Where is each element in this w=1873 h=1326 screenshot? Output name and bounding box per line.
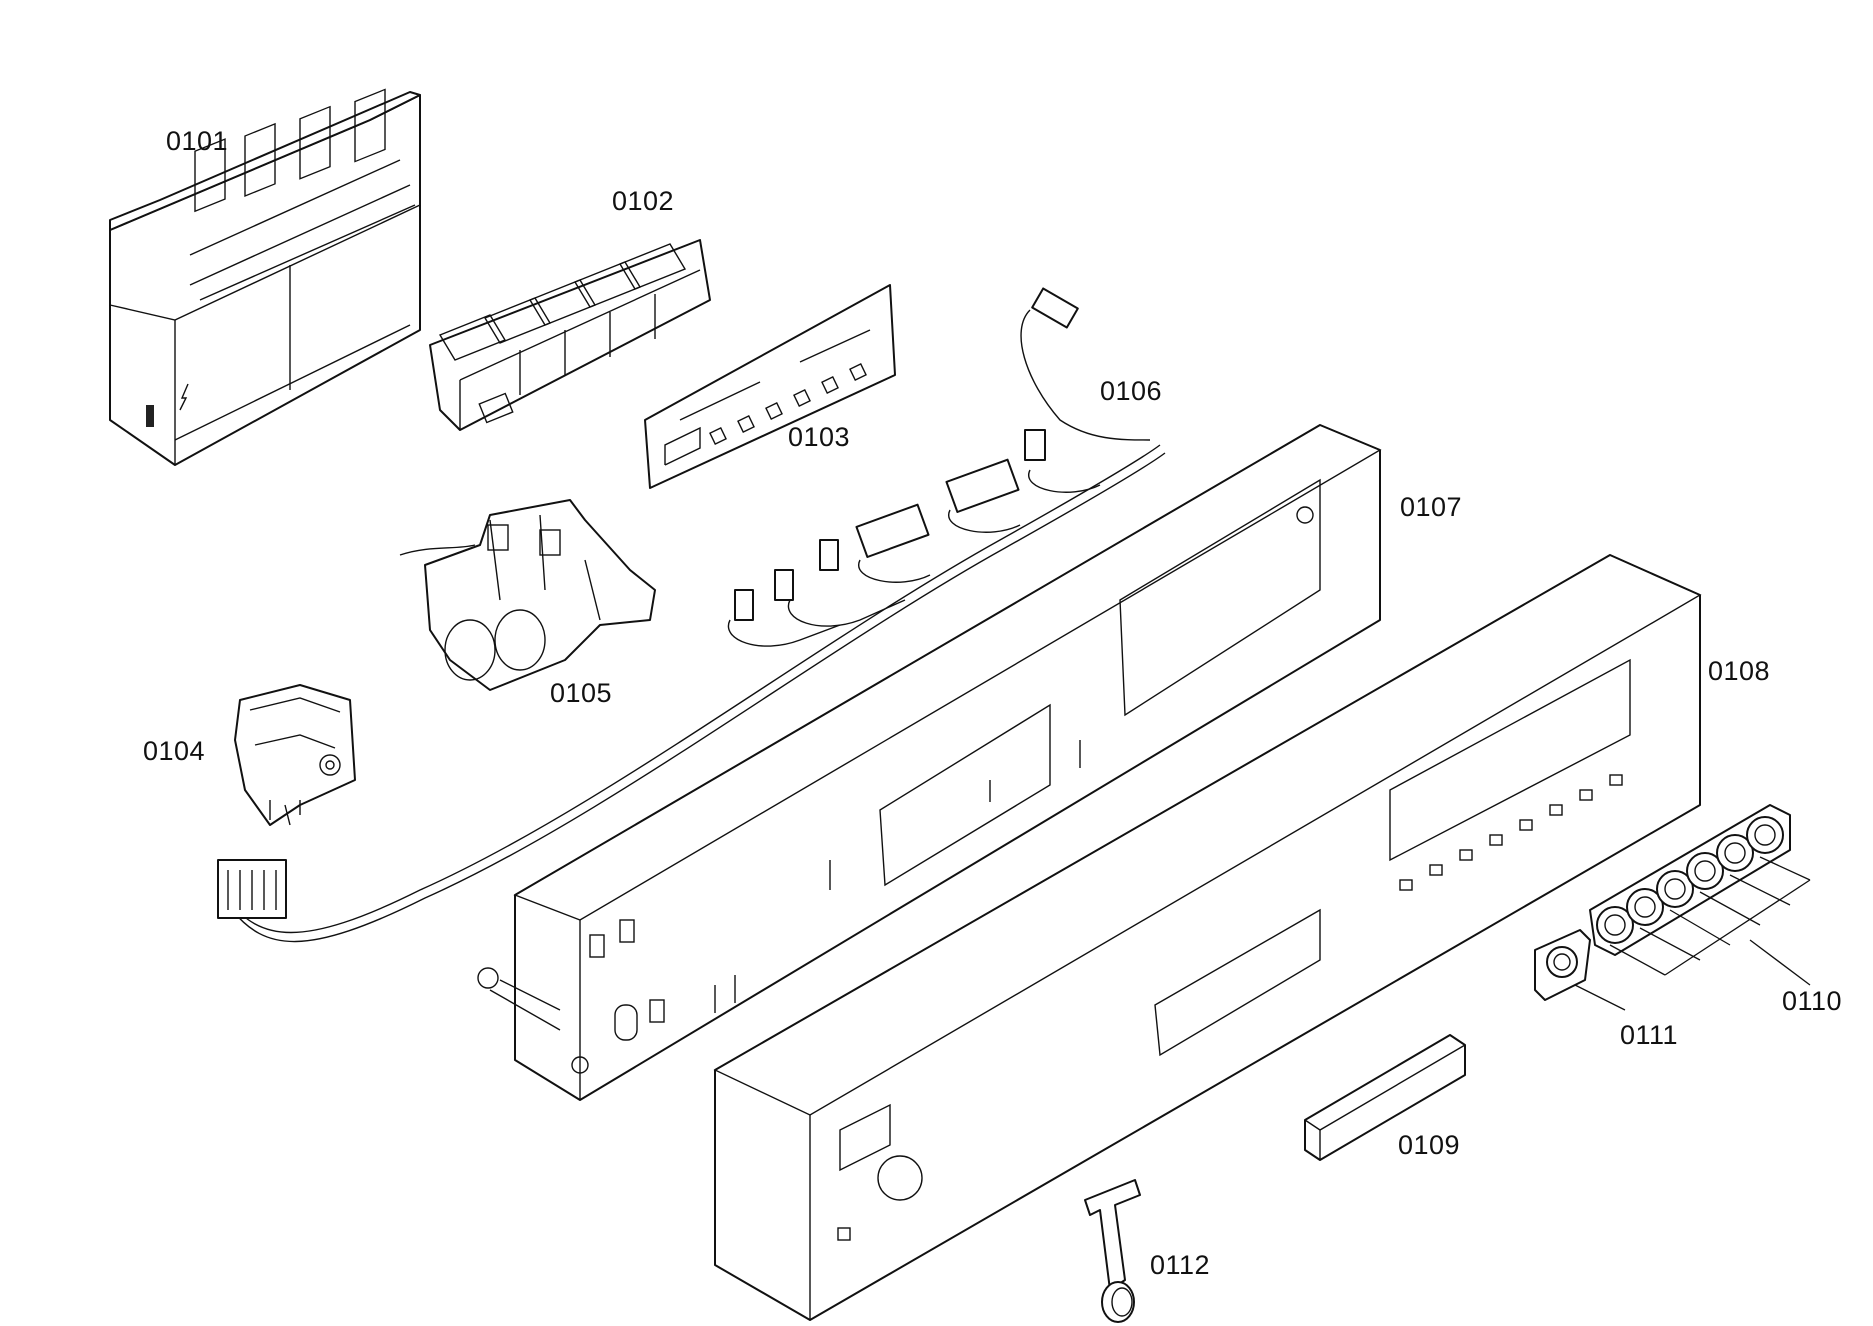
- part-0107-frame: [477, 424, 1382, 1101]
- part-0109-cover-strip: [1304, 1034, 1466, 1161]
- part-0104-switch: [234, 684, 356, 826]
- part-0110-button-strip: [1589, 804, 1811, 986]
- part-0111-single-button: [1534, 929, 1626, 1011]
- part-0106-wiring-harness: [217, 287, 1166, 943]
- part-0108-panel: [713, 554, 1702, 1321]
- label-0107: 0107: [1400, 492, 1463, 522]
- label-0105: 0105: [550, 678, 613, 708]
- part-0103-label-foil: [644, 284, 896, 489]
- label-0109: 0109: [1398, 1130, 1461, 1160]
- label-0110: 0110: [1782, 986, 1843, 1016]
- label-0106: 0106: [1100, 376, 1163, 406]
- label-0102: 0102: [612, 186, 675, 216]
- part-0101-control-module: [109, 88, 421, 466]
- label-0103: 0103: [788, 422, 851, 452]
- label-0112: 0112: [1150, 1250, 1211, 1280]
- part-0102-button-block: [429, 239, 711, 431]
- label-0111: 0111: [1620, 1020, 1679, 1050]
- part-0105-actuator: [399, 499, 656, 691]
- label-0104: 0104: [143, 736, 206, 766]
- label-0108: 0108: [1708, 656, 1771, 686]
- part-0112-knob: [1084, 1179, 1141, 1323]
- label-0101: 0101: [166, 126, 229, 156]
